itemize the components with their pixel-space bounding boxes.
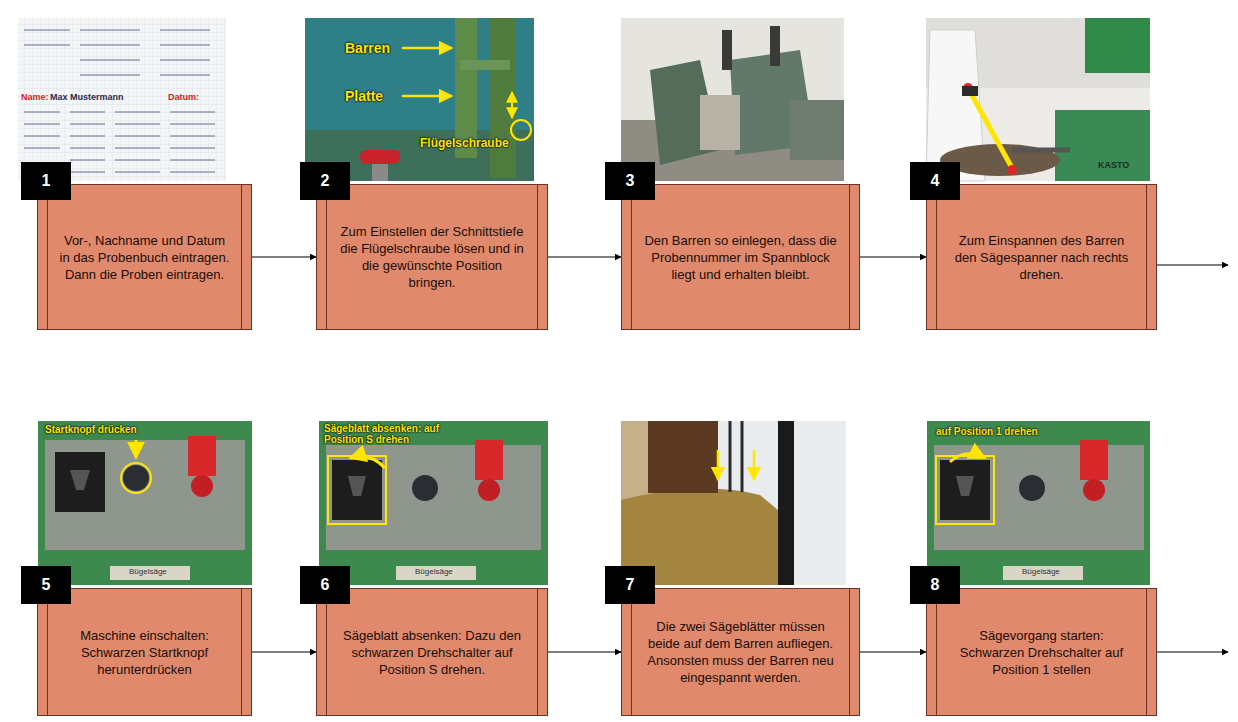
process-box: 5Maschine einschalten: Schwarzen Startkn… bbox=[37, 588, 252, 716]
step-number: 5 bbox=[21, 566, 71, 604]
step-text: Sägeblatt absenken: Dazu den schwarzen D… bbox=[317, 621, 547, 684]
flow-arrow bbox=[860, 257, 926, 258]
photo-control-panel bbox=[38, 421, 252, 585]
process-box: 3Den Barren so einlegen, dass die Proben… bbox=[621, 184, 860, 330]
photo-control-panel bbox=[927, 421, 1150, 585]
step-text: Zum Einstellen der Schnittstiefe die Flü… bbox=[317, 217, 547, 297]
photo-label: Max Mustermann bbox=[50, 92, 124, 102]
photo-label: Datum: bbox=[168, 92, 199, 102]
process-box: 1Vor-, Nachname und Datum in das Probenb… bbox=[37, 184, 252, 330]
step-text: Zum Einspannen des Barren den Sägespanne… bbox=[927, 226, 1156, 289]
photo-label: Bügelsäge bbox=[127, 567, 169, 576]
flow-arrow bbox=[252, 652, 316, 653]
photo-label: Barren bbox=[345, 40, 390, 56]
step-number: 4 bbox=[910, 162, 960, 200]
photo-label: auf Position 1 drehen bbox=[936, 426, 1038, 437]
photo-depth-setting bbox=[305, 18, 534, 181]
photo-label: Bügelsäge bbox=[1020, 567, 1062, 576]
flow-arrow bbox=[860, 652, 926, 653]
process-box: 4Zum Einspannen des Barren den Sägespann… bbox=[926, 184, 1157, 330]
step-number: 6 bbox=[300, 566, 350, 604]
photo-label: Sägeblatt absenken: auf Position S drehe… bbox=[324, 423, 454, 445]
process-box: 8Sägevorgang starten: Schwarzen Drehscha… bbox=[926, 588, 1157, 716]
step-number: 1 bbox=[21, 162, 71, 200]
step-text: Vor-, Nachname und Datum in das Probenbu… bbox=[38, 226, 251, 289]
step-number: 7 bbox=[605, 566, 655, 604]
process-box: 6Sägeblatt absenken: Dazu den schwarzen … bbox=[316, 588, 548, 716]
photo-sample-book bbox=[18, 18, 226, 181]
process-box: 2Zum Einstellen der Schnittstiefe die Fl… bbox=[316, 184, 548, 330]
photo-clamp-handle bbox=[926, 18, 1150, 181]
photo-label: Flügelschraube bbox=[420, 136, 509, 150]
photo-clamp-block bbox=[621, 18, 844, 181]
flow-arrow bbox=[548, 257, 621, 258]
photo-label: Platte bbox=[345, 88, 383, 104]
flow-arrow bbox=[252, 257, 316, 258]
step-text: Sägevorgang starten: Schwarzen Drehschal… bbox=[927, 621, 1156, 684]
step-text: Die zwei Sägeblätter müssen beide auf de… bbox=[622, 612, 859, 692]
photo-label: Startknopf drücken bbox=[45, 424, 137, 435]
step-number: 3 bbox=[605, 162, 655, 200]
continue-arrow bbox=[1157, 265, 1228, 266]
step-number: 2 bbox=[300, 162, 350, 200]
step-text: Den Barren so einlegen, dass die Probenn… bbox=[622, 226, 859, 289]
photo-label: Name: bbox=[21, 92, 49, 102]
photo-control-panel bbox=[319, 421, 548, 585]
process-box: 7Die zwei Sägeblätter müssen beide auf d… bbox=[621, 588, 860, 716]
photo-label: KASTO bbox=[1098, 160, 1129, 170]
step-text: Maschine einschalten: Schwarzen Startkno… bbox=[38, 621, 251, 684]
photo-label: Bügelsäge bbox=[413, 567, 455, 576]
photo-saw-blades bbox=[621, 421, 846, 585]
step-number: 8 bbox=[910, 566, 960, 604]
flow-arrow bbox=[548, 652, 621, 653]
continue-arrow bbox=[1157, 652, 1228, 653]
